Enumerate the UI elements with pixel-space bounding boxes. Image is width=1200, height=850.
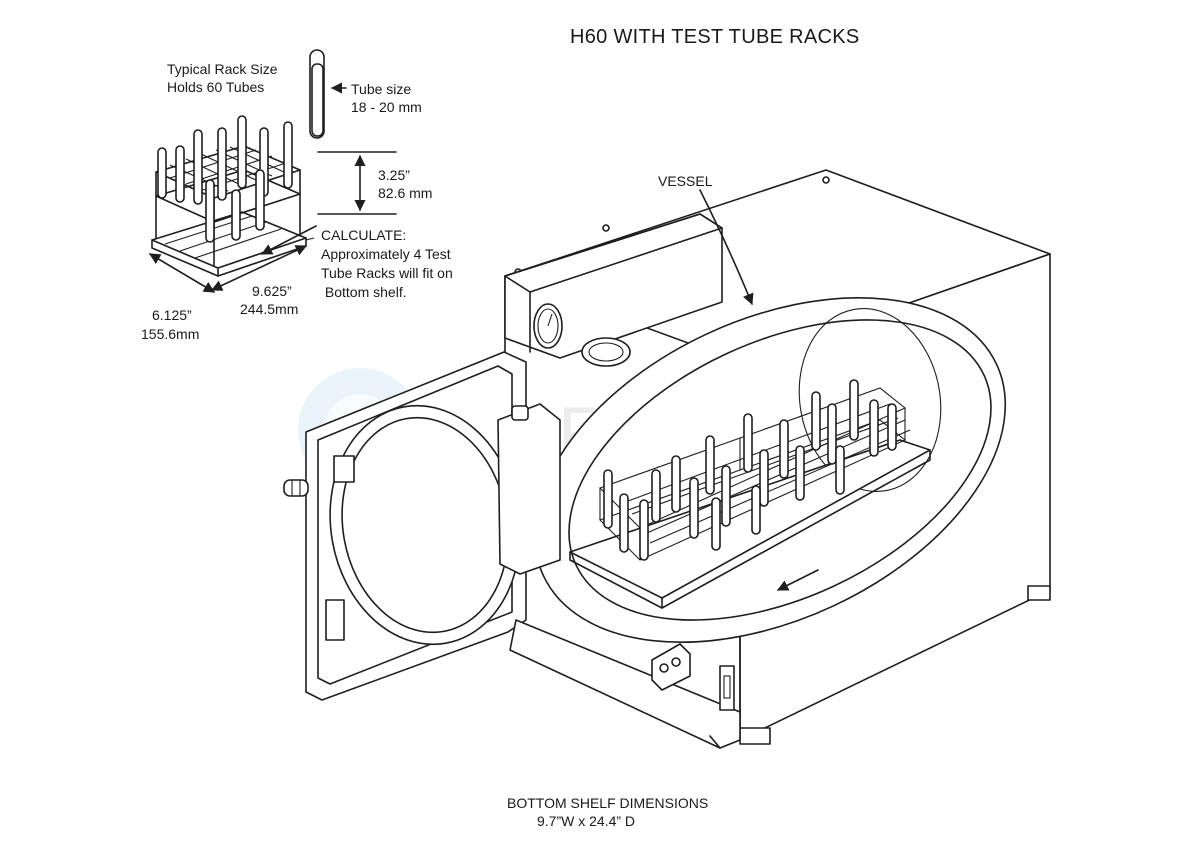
drip-tray bbox=[509, 619, 741, 749]
shelf-dimensions-heading: BOTTOM SHELF DIMENSIONS bbox=[507, 795, 709, 811]
calculate-arrow bbox=[261, 225, 317, 255]
connector-block-icon bbox=[651, 643, 691, 691]
calculate-line-2: Tube Racks will fit on bbox=[321, 265, 453, 281]
height-dimension bbox=[317, 151, 397, 215]
display-window bbox=[581, 337, 631, 367]
rack-length-inches: 9.625” bbox=[252, 283, 292, 299]
slide-arrow bbox=[776, 569, 819, 591]
small-test-tube-rack bbox=[151, 115, 307, 277]
calculate-heading: CALCULATE: bbox=[321, 227, 407, 243]
width-dimension bbox=[149, 253, 215, 293]
rack-width-mm: 155.6mm bbox=[141, 326, 200, 342]
vessel-arrow bbox=[699, 189, 754, 306]
calculate-line-1: Approximately 4 Test bbox=[321, 246, 451, 262]
rack-size-label: Typical Rack Size bbox=[167, 61, 278, 77]
rack-height-mm: 82.6 mm bbox=[378, 185, 433, 201]
single-test-tube bbox=[309, 49, 325, 139]
rack-width-inches: 6.125” bbox=[152, 307, 192, 323]
door-handle-icon bbox=[283, 479, 309, 497]
vessel-label: VESSEL bbox=[658, 173, 713, 189]
tube-size-value: 18 - 20 mm bbox=[351, 99, 422, 115]
rack-holds-label: Holds 60 Tubes bbox=[167, 79, 265, 95]
power-switch-icon bbox=[719, 665, 735, 711]
shelf-dimensions-value: 9.7”W x 24.4” D bbox=[537, 813, 636, 829]
rack-length-mm: 244.5mm bbox=[240, 301, 299, 317]
tube-size-label: Tube size bbox=[351, 81, 412, 97]
length-dimension bbox=[210, 237, 315, 291]
open-door bbox=[283, 351, 561, 701]
page-title: H60 WITH TEST TUBE RACKS bbox=[570, 26, 860, 48]
pressure-gauge-icon bbox=[533, 303, 563, 349]
rack-height-inches: 3.25” bbox=[378, 167, 410, 183]
inner-shelf bbox=[569, 379, 931, 609]
calculate-line-3: Bottom shelf. bbox=[321, 284, 407, 300]
